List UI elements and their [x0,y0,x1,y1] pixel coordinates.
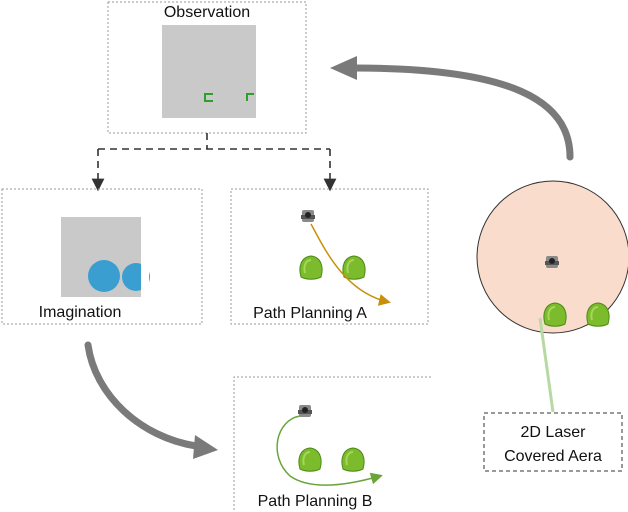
green-obstacle-icon [340,447,366,473]
observation-panel: Observation [107,1,307,134]
arrow-icon [193,435,218,459]
green-obstacle-icon [585,302,611,328]
observation-label: Observation [164,4,250,21]
laser-area: 2D Laser Covered Aera [476,180,628,472]
imagination-panel: Imagination [1,188,203,325]
imagined-obstacle-left [88,260,120,292]
flow-arrow-imagination-to-b [84,341,200,450]
path-b-border [233,376,431,510]
path-b-trajectory [276,415,383,486]
path-a-trajectory [310,223,391,306]
observed-obstacle-mark-right [246,93,254,101]
green-obstacle-icon [341,255,367,281]
laser-label-line2: Covered Aera [504,448,602,465]
path-a-border [230,188,429,325]
robot-icon [545,256,559,268]
green-obstacle-icon [298,255,324,281]
dashed-connector [98,133,330,150]
flow-arrow-laser-to-observation [351,64,574,161]
path-b-label: Path Planning B [258,493,373,510]
dashed-arrows [91,133,337,192]
observation-map [162,25,256,118]
path-planning-a-panel: Path Planning A [230,188,429,325]
imagination-label: Imagination [39,304,122,321]
laser-label-line1: 2D Laser [521,424,587,441]
robot-icon [301,210,315,222]
laser-label-box [483,412,623,472]
flow-arrows [84,56,574,459]
green-obstacle-icon [297,447,323,473]
robot-icon [298,405,312,417]
path-a-label: Path Planning A [253,305,367,322]
laser-label-pointer [538,317,555,413]
green-obstacle-icon [542,302,568,328]
arrow-icon [330,56,357,80]
path-planning-b-panel: Path Planning B [233,376,431,510]
observed-obstacle-mark-left [204,93,213,102]
imagination-border [1,188,203,325]
